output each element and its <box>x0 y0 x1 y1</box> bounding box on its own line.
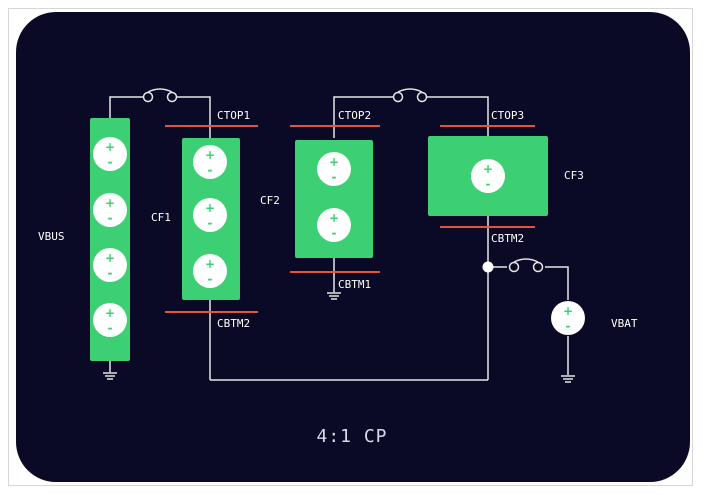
switch-cf2-cf3 <box>390 88 430 103</box>
label-cf3: CF3 <box>564 169 584 182</box>
label-cf2: CF2 <box>260 194 280 207</box>
junction-node <box>482 261 494 273</box>
label-vbus: VBUS <box>38 230 65 243</box>
cf3-capacitor-block <box>428 136 548 216</box>
cf2-capacitor-block <box>295 140 373 258</box>
ground-icon <box>326 292 342 300</box>
diagram-title: 4:1 CP <box>316 426 387 447</box>
ground-icon <box>560 375 576 383</box>
label-ctop1: CTOP1 <box>217 109 250 122</box>
label-cbtm1: CBTM1 <box>338 278 371 291</box>
label-cf1: CF1 <box>151 211 171 224</box>
label-vbat: VBAT <box>611 317 638 330</box>
switch-vbat <box>508 258 544 273</box>
cf1-capacitor-block <box>182 138 240 300</box>
capacitor-plates <box>165 125 535 313</box>
ground-icon <box>102 372 118 380</box>
switch-vbus-cf1 <box>140 88 180 103</box>
label-cbtm2-left: CBTM2 <box>217 317 250 330</box>
vbus-source-stack <box>90 118 130 361</box>
label-ctop2: CTOP2 <box>338 109 371 122</box>
wires <box>109 96 569 381</box>
label-ctop3: CTOP3 <box>491 109 524 122</box>
vbat-battery <box>551 301 585 335</box>
label-cbtm2-right: CBTM2 <box>491 232 524 245</box>
